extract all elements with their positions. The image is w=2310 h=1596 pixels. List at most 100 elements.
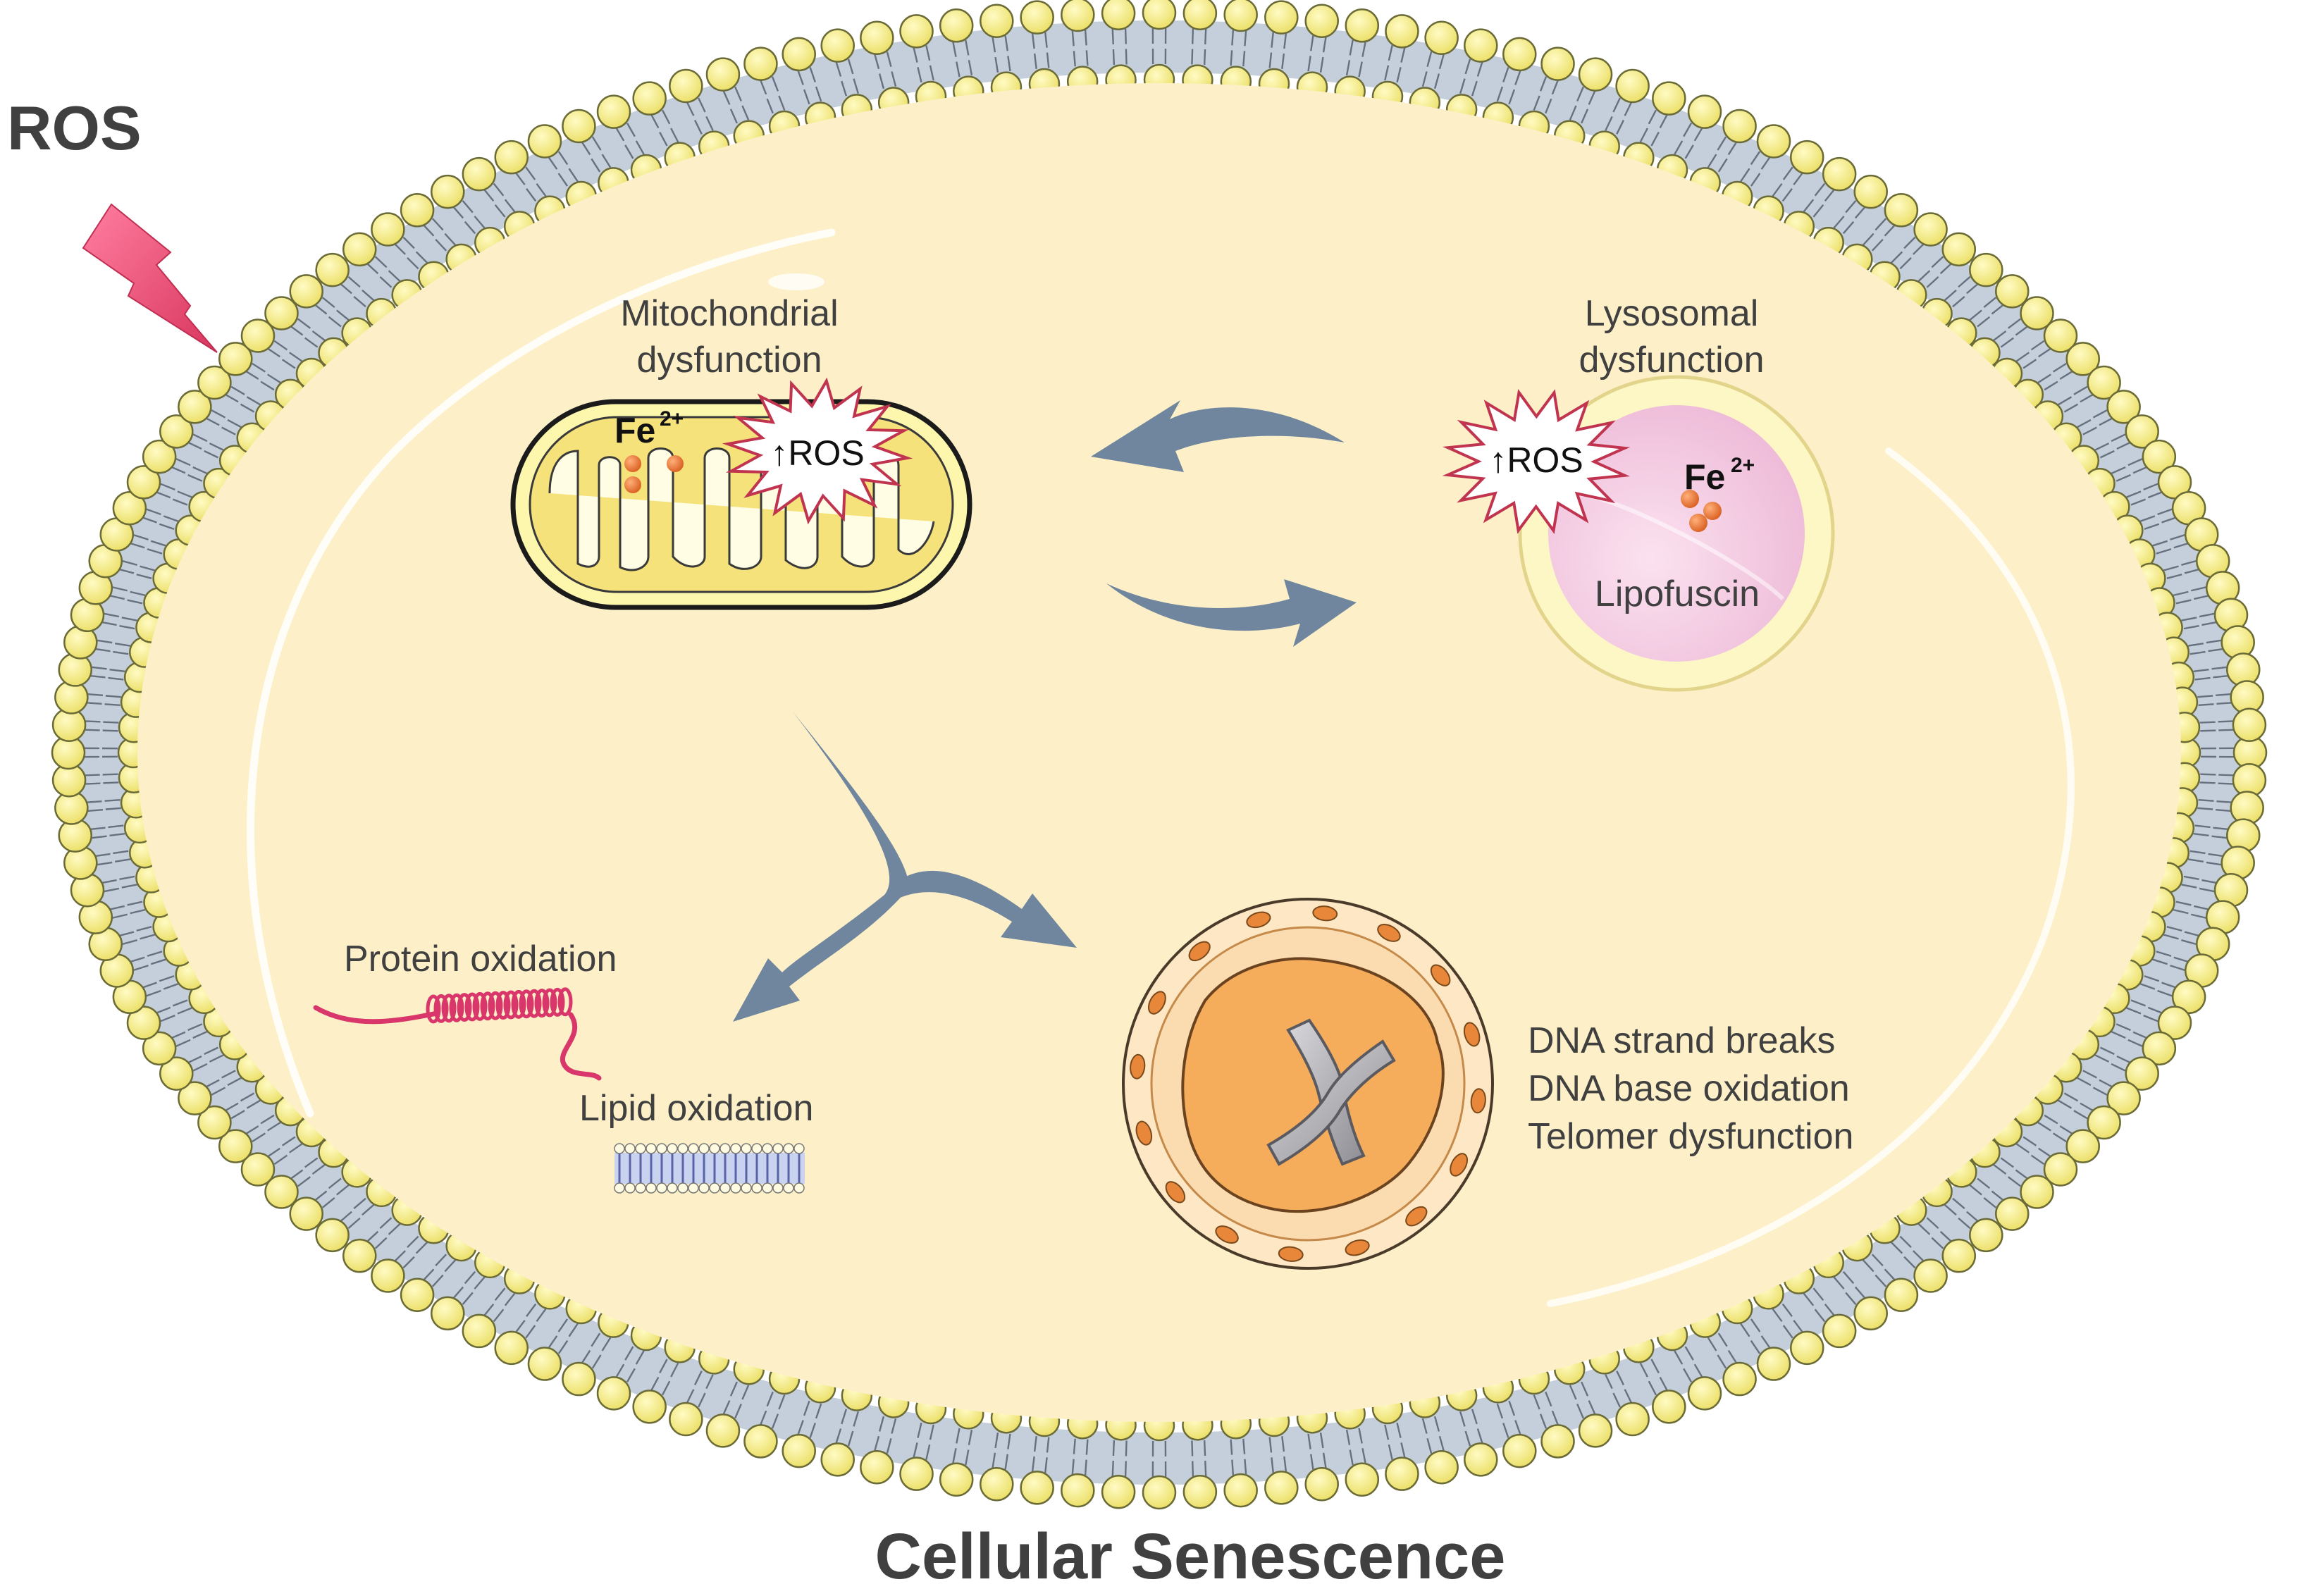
lipid-head (1424, 1449, 1459, 1485)
lipid-tail (2022, 1136, 2037, 1146)
lipid-tail (1244, 30, 1247, 47)
lipid-tail (2099, 1079, 2113, 1088)
lipid-tail (1958, 1217, 1971, 1230)
lipid-tail (514, 1320, 526, 1334)
lipid-tail (1674, 140, 1684, 155)
lipid-head (709, 1143, 720, 1154)
lipid-head (677, 1182, 688, 1194)
lipid-tail (1977, 1177, 1991, 1189)
lipid-tail (2143, 483, 2158, 490)
lipid-head (1264, 0, 1299, 35)
lipid-tail (591, 136, 602, 151)
helix-turn (519, 989, 534, 1019)
lipid-tail (2080, 393, 2094, 403)
lipid-tail (878, 73, 885, 89)
lipid-tail (1750, 1318, 1761, 1332)
lipid-tail (2015, 1143, 2030, 1153)
lipid-tail (698, 1392, 706, 1408)
lipid-tail (393, 1250, 406, 1263)
lipid-tail (1004, 35, 1008, 51)
lipid-head (494, 140, 529, 175)
lipid-head (371, 1258, 405, 1293)
lipid-head (197, 1105, 232, 1140)
helix-turn (433, 994, 449, 1023)
lipid-tail (1545, 1391, 1552, 1407)
lipid-tail (1283, 33, 1287, 49)
lipid-tail (2116, 474, 2131, 482)
lipid-head (431, 174, 465, 209)
lipid-tail (1650, 1359, 1660, 1373)
lipid-tail (452, 206, 464, 219)
lipid-tail (1358, 1428, 1363, 1444)
lipid-tail (2208, 853, 2224, 858)
lipid-head (656, 1143, 667, 1154)
lipid-tail (1612, 1392, 1621, 1408)
lipid-tail (142, 516, 157, 524)
lipid-tail (87, 693, 104, 696)
lipofuscin-label: Lipofuscin (1595, 574, 1760, 614)
lipid-head (1822, 1313, 1857, 1349)
lipid-tail (1684, 1346, 1694, 1361)
lipid-head (1020, 0, 1054, 35)
lipid-tail (670, 128, 679, 143)
lipid-tail (2161, 982, 2177, 989)
lipid-tail (557, 1340, 569, 1354)
lipid-tail (1349, 1449, 1354, 1466)
lipid-tail (1707, 154, 1717, 168)
lipid-head (1142, 0, 1177, 30)
lipid-tail (1952, 1197, 1965, 1209)
lipid-tail (2076, 419, 2092, 428)
lipid-tail (2218, 720, 2234, 723)
lipid-tail (245, 1125, 259, 1135)
lipid-head (1345, 1462, 1380, 1497)
lipid-tail (1824, 1303, 1836, 1317)
lipid-tail (133, 965, 149, 972)
lipid-tail (2116, 1055, 2132, 1064)
lipid-tail (2189, 850, 2206, 855)
helix-turn (495, 991, 511, 1020)
lipid-head (126, 465, 161, 500)
lipid-tail (415, 251, 428, 264)
lipid-tail (1871, 1254, 1884, 1267)
lipid-tail (246, 396, 261, 406)
lipid-tail (347, 276, 361, 288)
lipid-tail (1307, 1433, 1311, 1449)
lipid-tail (803, 1400, 810, 1416)
lipid-tail (1426, 51, 1433, 68)
lipid-tail (462, 200, 474, 214)
lipid-tail (1803, 1292, 1815, 1306)
lipid-tail (1917, 270, 1931, 283)
lipid-tail (89, 827, 106, 831)
helix-turn (449, 993, 464, 1022)
lipid-tail (1717, 136, 1727, 151)
lipid-tail (2116, 1023, 2131, 1032)
lipid-tail (1471, 80, 1478, 97)
lipid-tail (2183, 624, 2199, 630)
arrow-mitochondrion-to-lysosome (1106, 579, 1357, 647)
lipid-tail (493, 183, 505, 197)
lipid-tail (108, 676, 124, 681)
lipid-tail (1782, 1325, 1793, 1339)
lipid-tail (722, 89, 731, 105)
lipid-head (2125, 1056, 2159, 1091)
lipid-tail (336, 1184, 350, 1196)
cytoplasm-highlight (247, 228, 836, 1118)
lipid-tail (2152, 958, 2168, 965)
lipid-head (494, 1330, 529, 1366)
lipid-head (635, 1143, 646, 1154)
lipid-tail (159, 975, 175, 982)
lipid-tail (698, 97, 706, 113)
lipid-tail (766, 1391, 774, 1407)
lipid-tail (1781, 1303, 1793, 1317)
lipid-tail (187, 474, 203, 482)
lipid-tail (155, 1006, 171, 1014)
lipid-tail (245, 370, 259, 380)
lipid-tail (2130, 498, 2147, 506)
lipid-head (342, 232, 377, 267)
lipid-tail (2189, 650, 2206, 655)
lipid-tail (771, 76, 779, 92)
lipid-tail (1983, 297, 1997, 308)
lipid-tail (2030, 1154, 2045, 1165)
lipid-tail (2022, 359, 2037, 369)
lipid-tail (1639, 1362, 1648, 1378)
